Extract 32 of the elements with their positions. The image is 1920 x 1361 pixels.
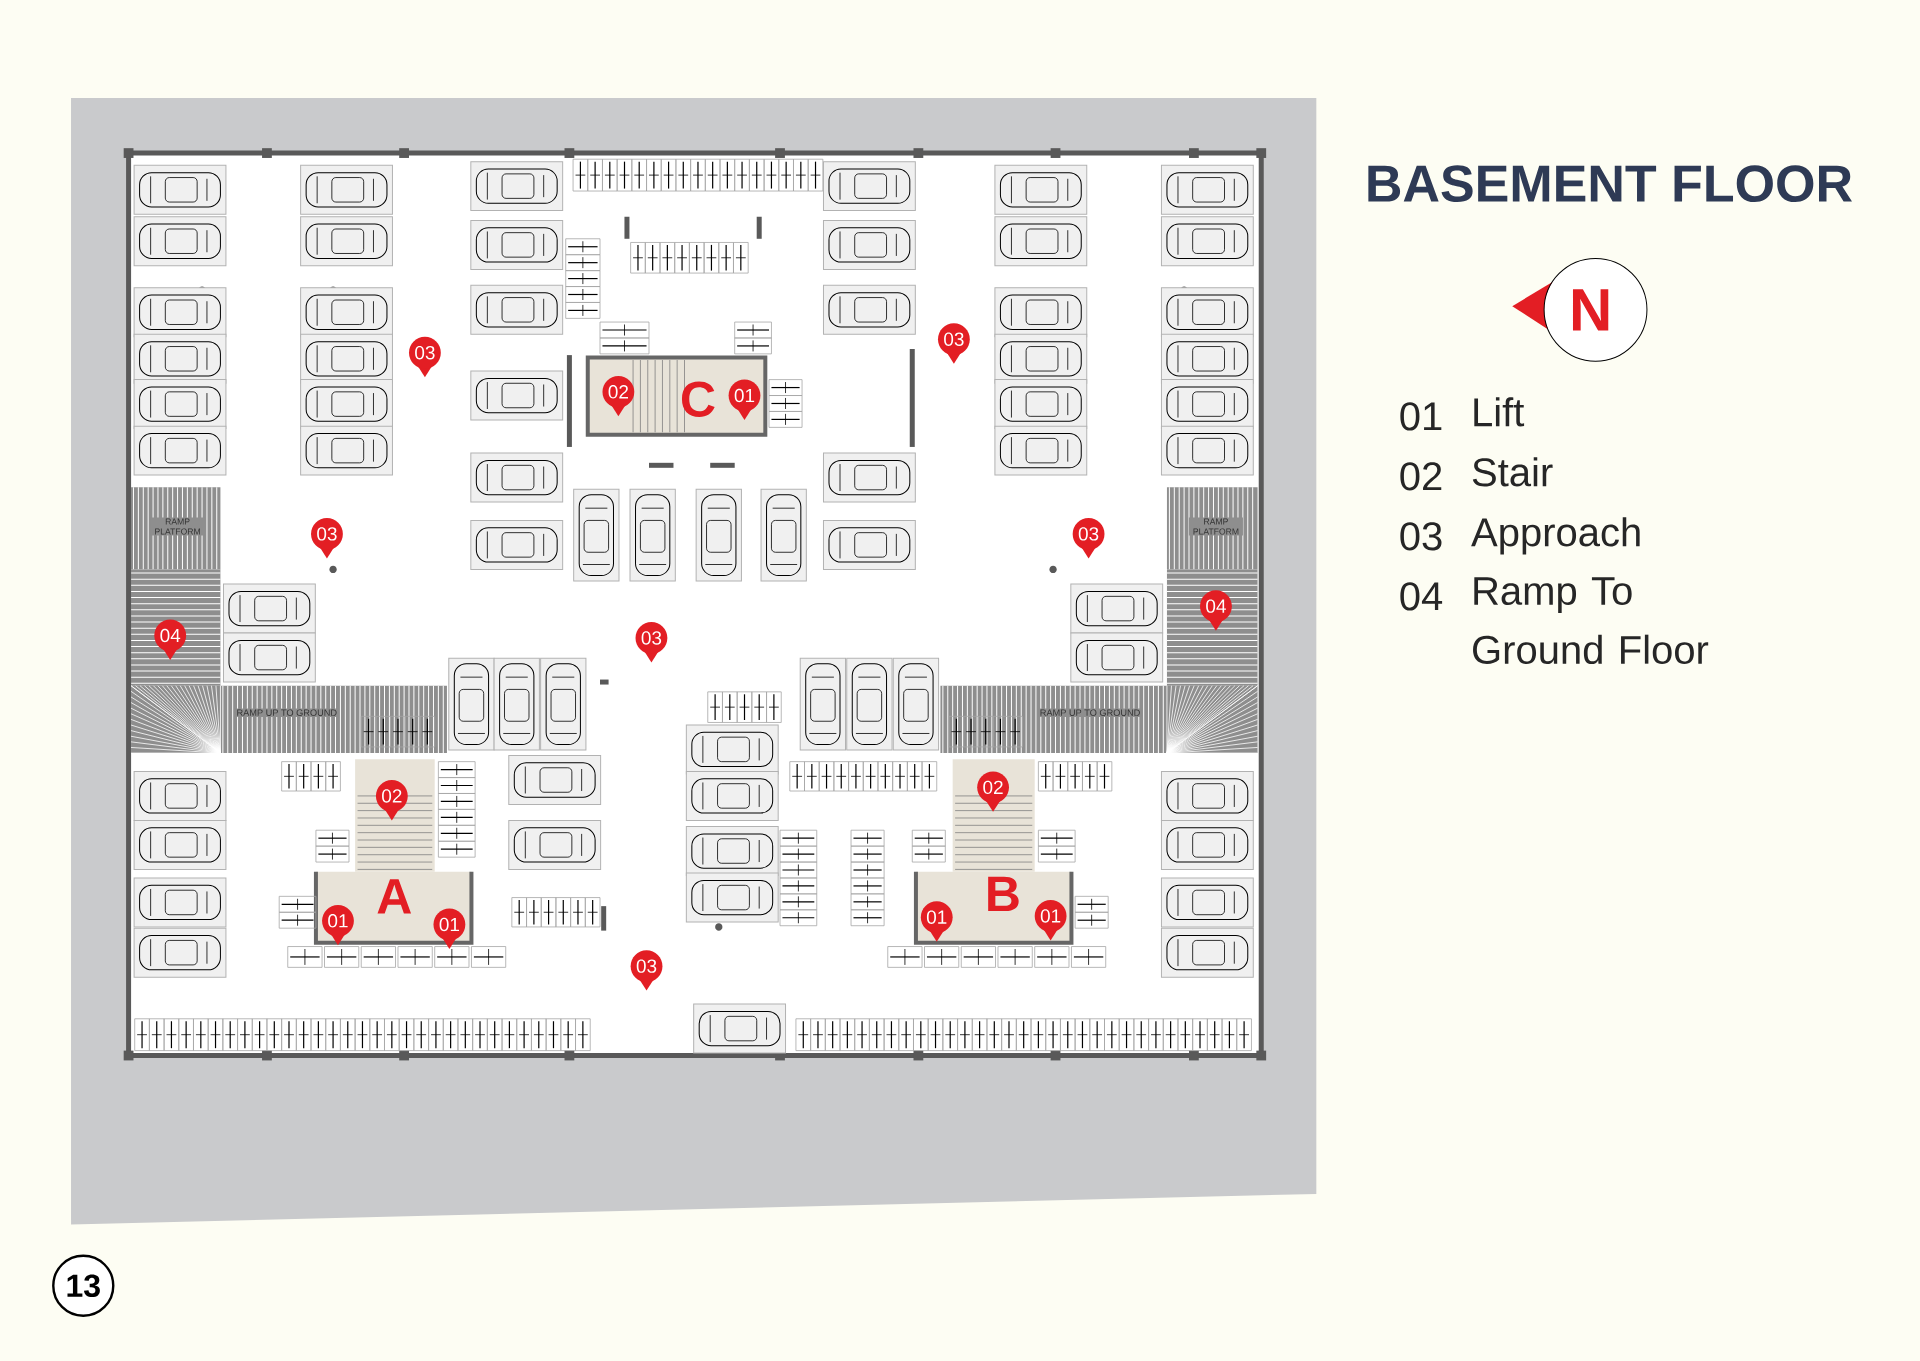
key-text: Lift [1474, 397, 1525, 427]
location-pin: 03 [938, 323, 970, 364]
location-pin: 04 [154, 619, 187, 660]
block-letter: A [377, 879, 412, 914]
location-pin: 01 [322, 904, 354, 946]
block-letter: B [988, 876, 1019, 912]
compass-letter: N [1573, 289, 1609, 331]
location-pin: 03 [1072, 517, 1105, 559]
location-pin: 01 [920, 901, 953, 942]
page-number: 13 [52, 1254, 115, 1317]
location-pin: 01 [433, 908, 466, 949]
location-pin: 03 [409, 336, 441, 378]
location-pin: 01 [1034, 900, 1067, 941]
location-pin: 02 [375, 780, 408, 821]
ramp-label: RAMP UP TO GROUND [235, 708, 339, 717]
key-number: 02 [1400, 462, 1442, 491]
key-text: Stair [1472, 457, 1553, 487]
block-letter: C [681, 381, 715, 417]
location-pin: 03 [635, 622, 668, 663]
key-number: 03 [1400, 522, 1442, 551]
location-pin: 01 [728, 379, 761, 420]
location-pin: 03 [311, 517, 343, 559]
key-number: 04 [1400, 582, 1443, 611]
key-text: Approach [1471, 517, 1640, 555]
location-pin: 03 [630, 950, 663, 991]
location-pin: 02 [602, 375, 635, 417]
key-text: Ramp To Ground Floor [1473, 577, 1709, 665]
key-number: 01 [1400, 402, 1442, 431]
ramp-label: RAMP UP TO GROUND [1038, 708, 1142, 717]
location-pin: 04 [1200, 590, 1232, 631]
location-pin: 02 [977, 771, 1009, 812]
title: BASEMENT FLOOR [1368, 165, 1852, 203]
